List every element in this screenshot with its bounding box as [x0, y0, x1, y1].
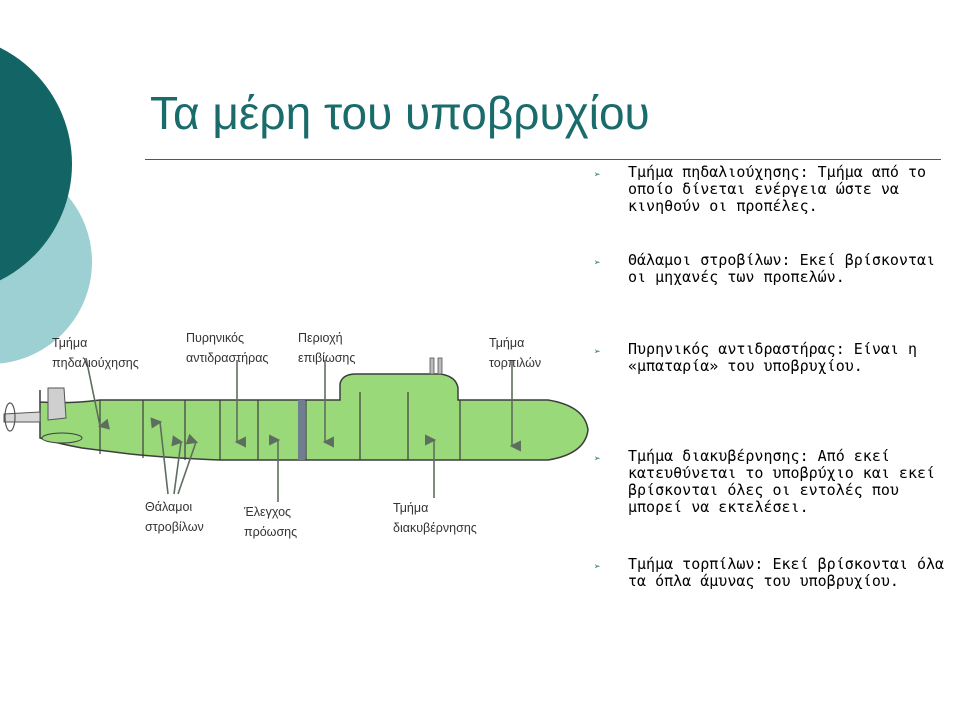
propeller-icon: [4, 402, 16, 432]
label-line: Περιοχή: [298, 331, 343, 345]
bullet-item: ➢ Τμήμα διακυβέρνησης: Από εκεί κατευθύν…: [594, 448, 956, 516]
arrow-turbines-1: [150, 417, 169, 495]
arrow-bullet-icon: ➢: [594, 256, 601, 269]
label-line: πρόωσης: [244, 525, 297, 539]
arrow-bullet-icon: ➢: [594, 452, 601, 465]
label-line: Τμήμα: [489, 336, 524, 350]
label-line: Θάλαμοι: [145, 500, 192, 514]
label-line: διακυβέρνησης: [393, 521, 477, 535]
label-line: Έλεγχος: [243, 505, 291, 519]
label-survival: Περιοχή επιβίωσης: [298, 331, 355, 365]
pointer-arrows: [85, 357, 521, 502]
arrow-turbines-2: [171, 435, 184, 495]
slide-title: Τα μέρη του υποβρυχίου: [150, 87, 650, 139]
arrow-bullet-icon: ➢: [594, 345, 601, 358]
survival-zone-bulkhead: [298, 400, 305, 460]
label-line: αντιδραστήρας: [186, 351, 268, 365]
submarine-diagram: Τμήμα πηδαλιούχησης Πυρηνικός αντιδραστή…: [3, 331, 589, 539]
label-line: στροβίλων: [145, 520, 204, 534]
stern-fin: [41, 432, 83, 444]
label-control: Τμήμα διακυβέρνησης: [393, 501, 477, 535]
bullet-item: ➢ Πυρηνικός αντιδραστήρας: Είναι η «μπατ…: [594, 341, 956, 375]
dark-teal-circle: [0, 47, 72, 281]
bullet-item: ➢ Τμήμα τορπίλων: Εκεί βρίσκονται όλα τα…: [594, 556, 956, 590]
periscope-mast: [429, 357, 435, 375]
bullet-text: Τμήμα διακυβέρνησης: Από εκεί κατευθύνετ…: [628, 447, 936, 516]
label-line: πηδαλιούχησης: [52, 356, 139, 370]
bullet-text: Θάλαμοι στροβίλων: Εκεί βρίσκονται οι μη…: [628, 251, 936, 286]
label-line: Τμήμα: [393, 501, 428, 515]
arrow-bullet-icon: ➢: [594, 560, 601, 573]
submarine-hull: [39, 373, 589, 461]
arrow-steering: [85, 357, 110, 430]
arrow-turbines-3: [177, 433, 199, 495]
title-divider: [145, 159, 941, 160]
stern-rudder: [47, 387, 67, 421]
arrow-bullet-icon: ➢: [594, 168, 601, 181]
label-propulsion: Έλεγχος πρόωσης: [243, 505, 297, 539]
compartment-dividers: [99, 392, 461, 460]
antenna-mast: [437, 357, 443, 375]
bullet-item: ➢ Θάλαμοι στροβίλων: Εκεί βρίσκονται οι …: [594, 252, 956, 286]
label-reactor: Πυρηνικός αντιδραστήρας: [186, 331, 268, 365]
label-line: Πυρηνικός: [186, 331, 244, 345]
bullet-item: ➢ Τμήμα πηδαλιούχησης: Τμήμα από το οποί…: [594, 164, 956, 215]
propeller-shaft: [3, 411, 41, 423]
label-line: επιβίωσης: [298, 351, 355, 365]
label-line: τορπιλών: [489, 356, 541, 370]
bullet-text: Τμήμα τορπίλων: Εκεί βρίσκονται όλα τα ό…: [628, 555, 945, 590]
label-line: Τμήμα: [52, 336, 87, 350]
label-turbines: Θάλαμοι στροβίλων: [145, 500, 204, 534]
label-torpedo: Τμήμα τορπιλών: [489, 336, 541, 370]
bullet-text: Τμήμα πηδαλιούχησης: Τμήμα από το οποίο …: [628, 163, 927, 215]
label-steering: Τμήμα πηδαλιούχησης: [52, 336, 139, 370]
slide-decoration: [0, 47, 92, 364]
bullet-text: Πυρηνικός αντιδραστήρας: Είναι η «μπαταρ…: [628, 340, 917, 375]
